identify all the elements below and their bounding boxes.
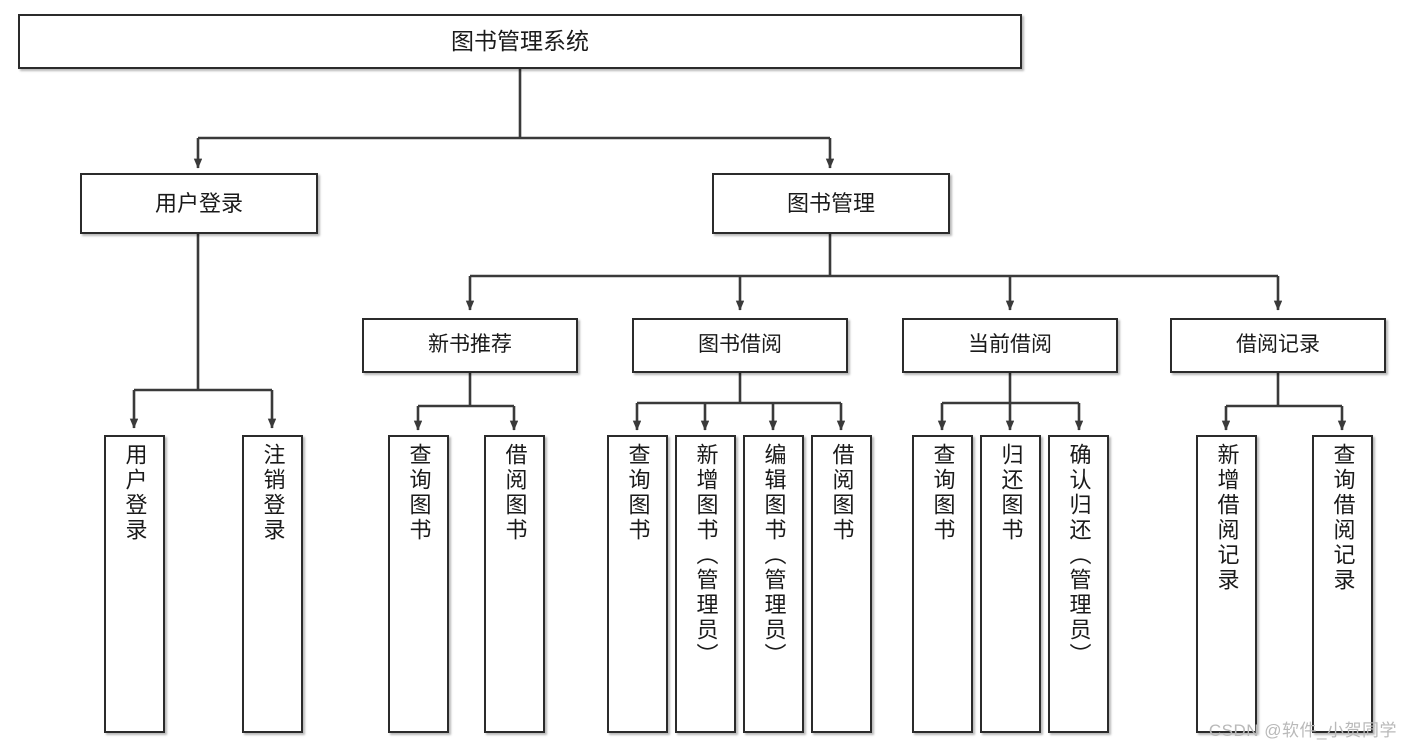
node-borrow-record[interactable]: 借阅记录 (1170, 318, 1386, 373)
node-label: 归还图书 (998, 443, 1024, 543)
node-label: 新书推荐 (428, 333, 512, 357)
node-label: 当前借阅 (968, 333, 1052, 357)
watermark-text: CSDN @软件_小贺同学 (1208, 721, 1397, 740)
leaf-query-borrow-record[interactable]: 查询借阅记录 (1312, 435, 1373, 733)
node-label: 图书管理系统 (451, 27, 589, 54)
node-root-book-management-system[interactable]: 图书管理系统 (18, 14, 1022, 69)
node-label: 借阅图书 (829, 443, 855, 543)
node-current-borrow[interactable]: 当前借阅 (902, 318, 1118, 373)
leaf-add-book-admin[interactable]: 新增图书（管理员） (675, 435, 736, 733)
node-label: 注销登录 (260, 443, 286, 543)
node-label: 查询借阅记录 (1330, 443, 1356, 593)
leaf-borrow-book-borrow[interactable]: 借阅图书 (811, 435, 872, 733)
leaf-borrow-book-recommend[interactable]: 借阅图书 (484, 435, 545, 733)
node-book-borrow[interactable]: 图书借阅 (632, 318, 848, 373)
node-label: 图书管理 (786, 190, 875, 216)
leaf-user-login[interactable]: 用户登录 (104, 435, 165, 733)
leaf-query-book-recommend[interactable]: 查询图书 (388, 435, 449, 733)
node-label: 确认归还（管理员） (1066, 443, 1092, 668)
leaf-return-book[interactable]: 归还图书 (980, 435, 1041, 733)
node-label: 查询图书 (406, 443, 432, 543)
node-label: 查询图书 (625, 443, 651, 543)
node-label: 图书借阅 (698, 333, 782, 357)
node-user-login[interactable]: 用户登录 (80, 173, 318, 234)
node-label: 借阅图书 (502, 443, 528, 543)
node-label: 用户登录 (122, 443, 148, 543)
node-label: 借阅记录 (1236, 333, 1320, 357)
node-label: 新增借阅记录 (1214, 443, 1240, 593)
leaf-confirm-return-admin[interactable]: 确认归还（管理员） (1048, 435, 1109, 733)
node-new-book-recommend[interactable]: 新书推荐 (362, 318, 578, 373)
node-label: 查询图书 (930, 443, 956, 543)
node-label: 编辑图书（管理员） (761, 443, 787, 668)
leaf-query-book-current[interactable]: 查询图书 (912, 435, 973, 733)
node-book-management[interactable]: 图书管理 (712, 173, 950, 234)
leaf-edit-book-admin[interactable]: 编辑图书（管理员） (743, 435, 804, 733)
leaf-add-borrow-record[interactable]: 新增借阅记录 (1196, 435, 1257, 733)
leaf-logout-login[interactable]: 注销登录 (242, 435, 303, 733)
node-label: 用户登录 (154, 190, 243, 216)
node-label: 新增图书（管理员） (693, 443, 719, 668)
leaf-query-book-borrow[interactable]: 查询图书 (607, 435, 668, 733)
